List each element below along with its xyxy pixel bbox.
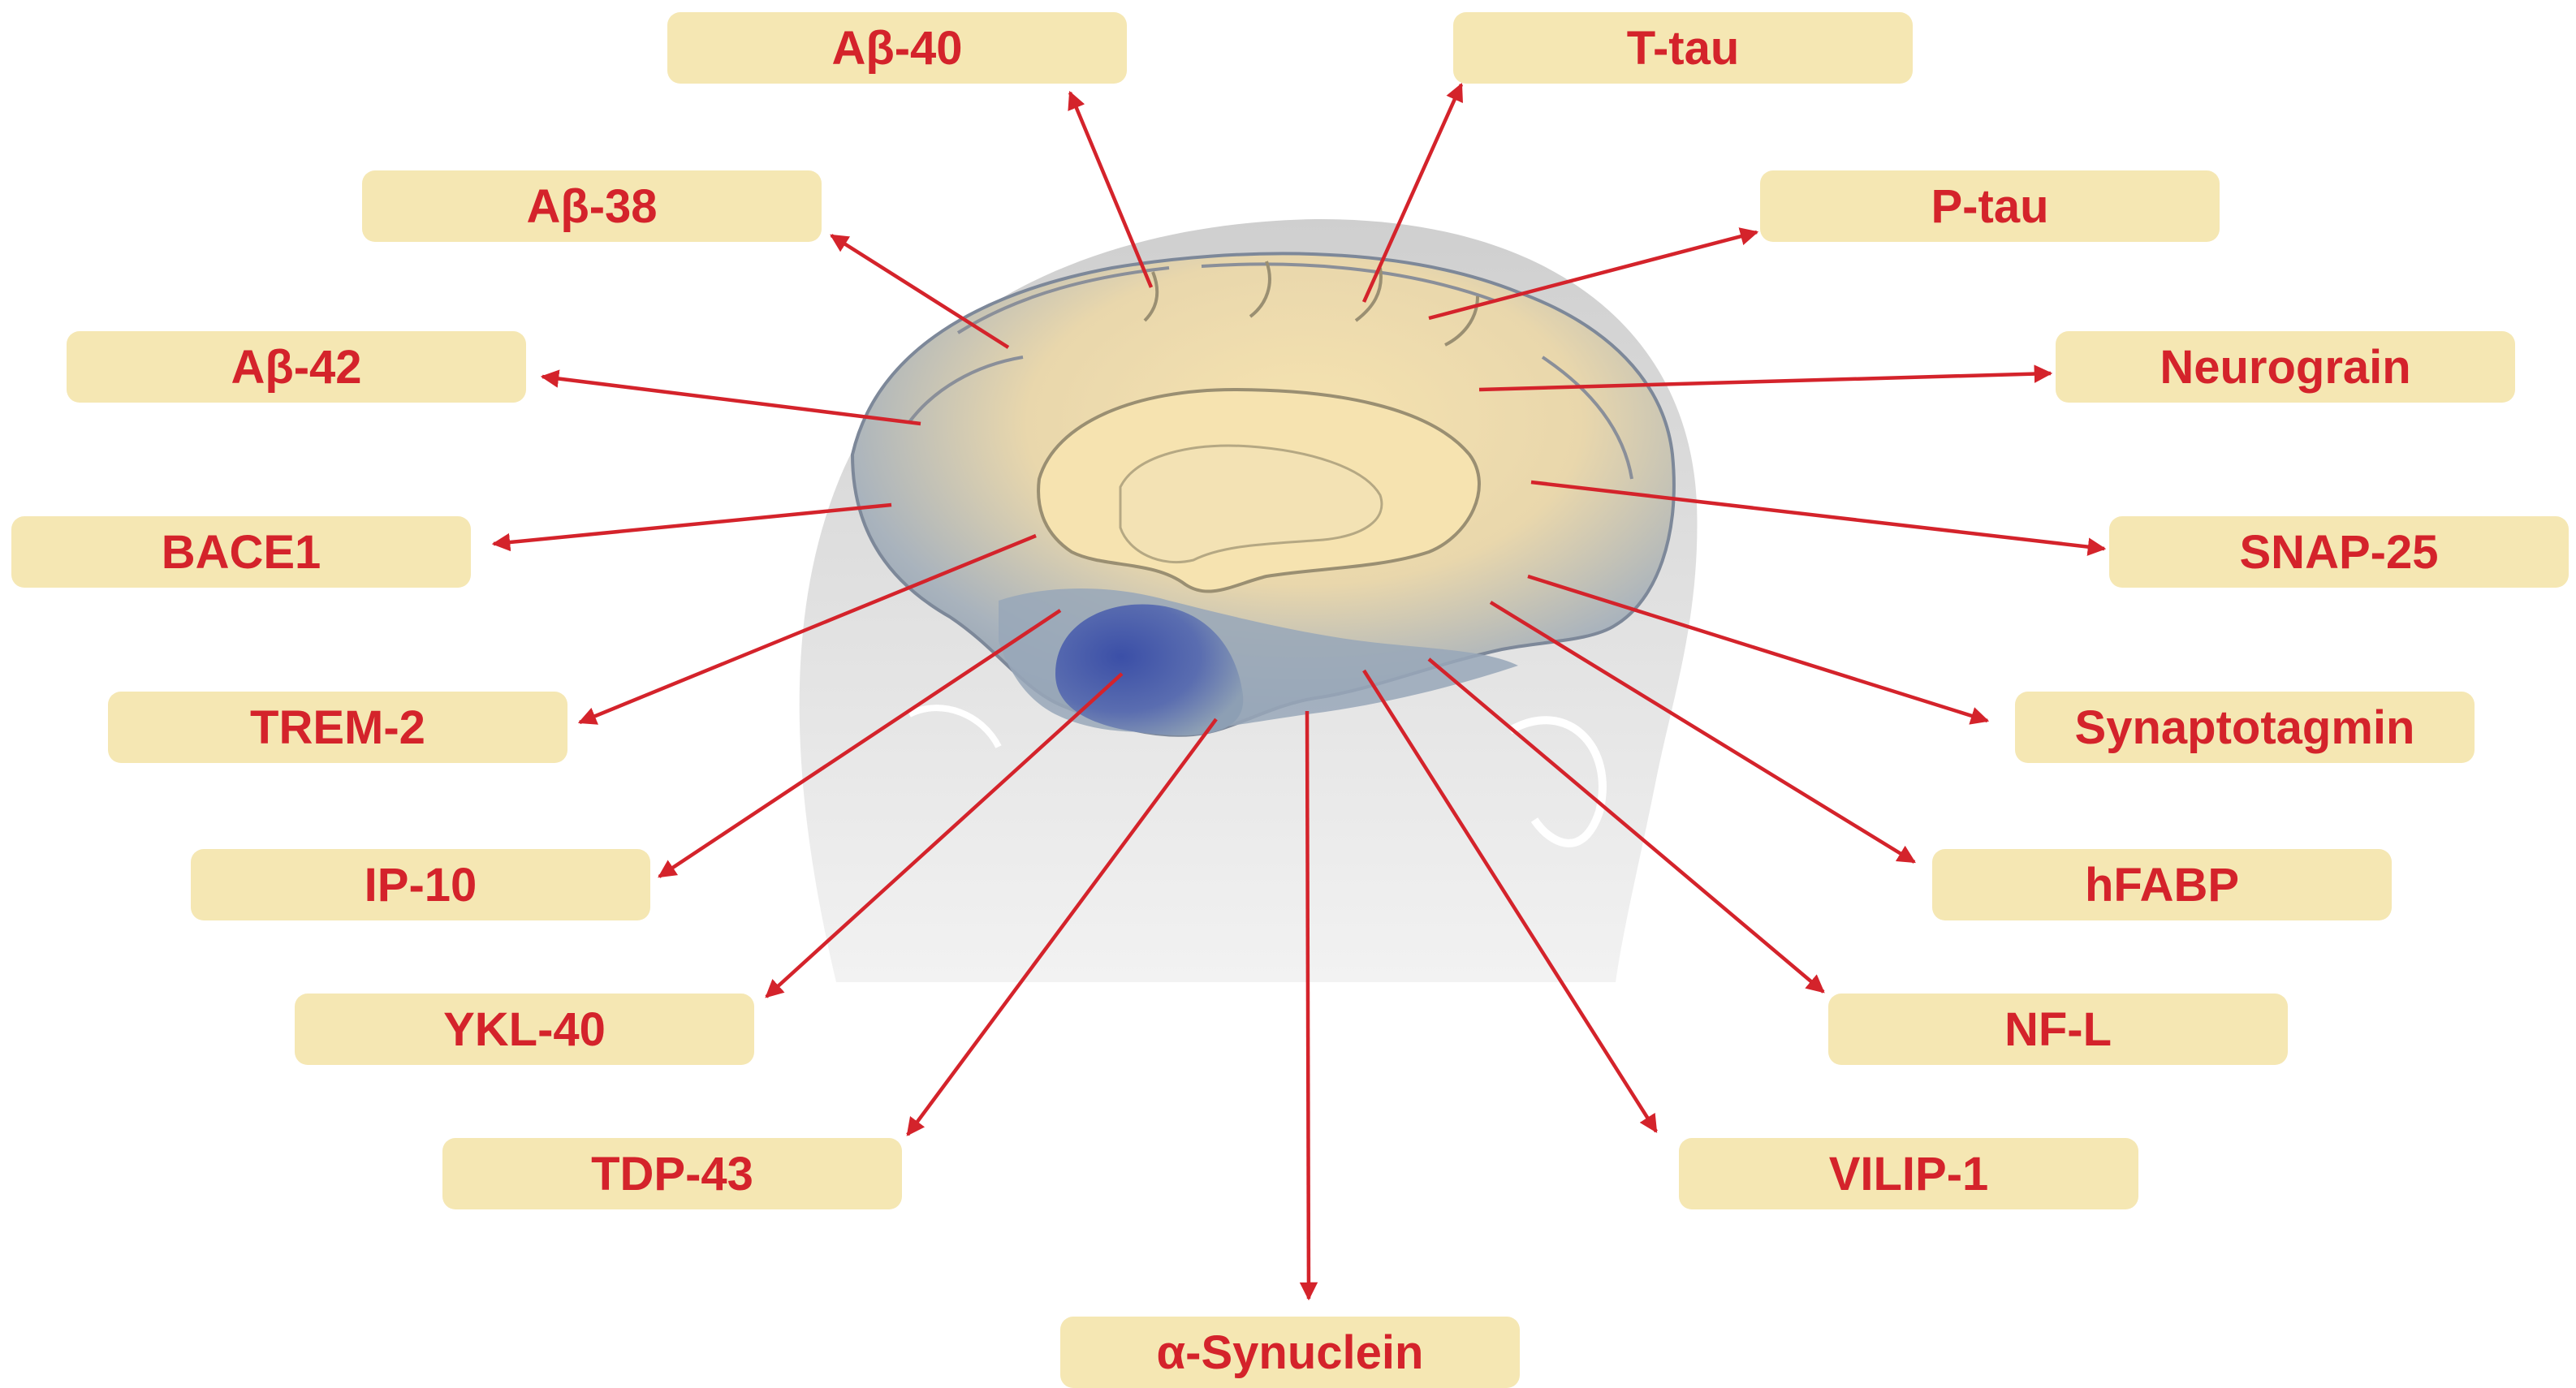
label-ip10-text: IP-10 xyxy=(364,858,477,912)
label-ab42-text: Aβ-42 xyxy=(231,340,362,394)
arrow-trem2 xyxy=(577,533,1037,725)
label-neurogranin-text: Neurograin xyxy=(2160,340,2411,394)
arrow-ip10 xyxy=(658,609,1062,878)
label-ab38-text: Aβ-38 xyxy=(526,179,658,233)
label-ptau: P-tau xyxy=(1760,170,2220,242)
arrow-ykl40 xyxy=(765,672,1124,998)
label-trem2: TREM-2 xyxy=(108,692,567,763)
label-ptau-text: P-tau xyxy=(1931,179,2049,233)
arrow-neurogranin xyxy=(1478,364,2053,392)
arrow-bace1 xyxy=(491,502,892,552)
label-ykl40-text: YKL-40 xyxy=(443,1002,606,1056)
label-neurogranin: Neurograin xyxy=(2056,331,2515,403)
label-tdp43-text: TDP-43 xyxy=(591,1147,753,1200)
arrow-hfabp xyxy=(1489,601,1916,864)
arrow-nfl xyxy=(1427,657,1825,994)
label-synaptotagmin: Synaptotagmin xyxy=(2015,692,2475,763)
label-ab40-text: Aβ-40 xyxy=(831,21,963,75)
arrow-ab42 xyxy=(540,369,921,426)
label-synaptotagmin-text: Synaptotagmin xyxy=(2074,700,2415,754)
label-ykl40: YKL-40 xyxy=(295,994,754,1065)
arrow-layer xyxy=(491,82,2107,1301)
label-ab42: Aβ-42 xyxy=(67,331,526,403)
arrow-synaptotagmin xyxy=(1527,574,1990,725)
arrow-snap25 xyxy=(1530,480,2107,556)
label-snap25-text: SNAP-25 xyxy=(2239,525,2439,579)
label-vilip1-text: VILIP-1 xyxy=(1828,1147,1989,1200)
arrow-tdp43 xyxy=(906,718,1218,1136)
label-ttau: T-tau xyxy=(1453,12,1913,84)
label-snap25: SNAP-25 xyxy=(2109,516,2569,588)
arrow-vilip1 xyxy=(1362,669,1658,1133)
label-nfl-text: NF-L xyxy=(2004,1002,2112,1056)
arrow-ab38 xyxy=(830,234,1010,349)
arrow-ptau xyxy=(1428,227,1759,321)
arrow-ab40 xyxy=(1068,90,1154,288)
arrow-ttau xyxy=(1361,82,1464,303)
label-ab38: Aβ-38 xyxy=(362,170,822,242)
label-hfabp-text: hFABP xyxy=(2084,858,2240,912)
label-trem2-text: TREM-2 xyxy=(250,700,425,754)
label-nfl: NF-L xyxy=(1828,994,2288,1065)
label-bace1-text: BACE1 xyxy=(161,525,321,579)
label-bace1: BACE1 xyxy=(11,516,471,588)
brain-medial-view xyxy=(850,252,1676,737)
label-vilip1: VILIP-1 xyxy=(1679,1138,2138,1209)
label-ip10: IP-10 xyxy=(191,849,650,920)
arrow-asyn xyxy=(1299,710,1318,1301)
label-asyn: α-Synuclein xyxy=(1060,1317,1520,1388)
label-ttau-text: T-tau xyxy=(1626,21,1740,75)
label-tdp43: TDP-43 xyxy=(442,1138,902,1209)
label-asyn-text: α-Synuclein xyxy=(1156,1325,1424,1379)
label-ab40: Aβ-40 xyxy=(667,12,1127,84)
label-hfabp: hFABP xyxy=(1932,849,2392,920)
